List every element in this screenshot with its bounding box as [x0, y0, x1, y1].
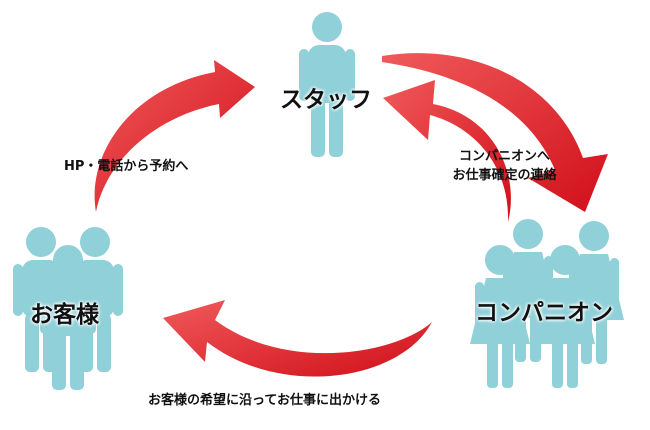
customer-label: お客様	[30, 302, 99, 328]
staff-label: スタッフ	[280, 87, 372, 113]
arrow-companion-to-customer	[163, 300, 432, 377]
edge-label-staff-to-companion: コンパニオンへ お仕事確定の連絡	[432, 145, 577, 183]
edge-label-customer-to-staff: HP・電話から予約へ	[64, 159, 189, 174]
edge-label-staff-to-companion-line1: コンパニオンへ	[458, 149, 550, 164]
arrow-staff-to-companion	[382, 53, 608, 213]
companion-label: コンパニオン	[475, 300, 613, 326]
arrow-customer-to-staff	[94, 60, 255, 212]
arrow-companion-to-staff	[383, 80, 511, 222]
edge-label-companion-to-customer: お客様の希望に沿ってお仕事に出かける	[148, 393, 381, 408]
edge-label-staff-to-companion-line2: お仕事確定の連絡	[452, 168, 557, 183]
